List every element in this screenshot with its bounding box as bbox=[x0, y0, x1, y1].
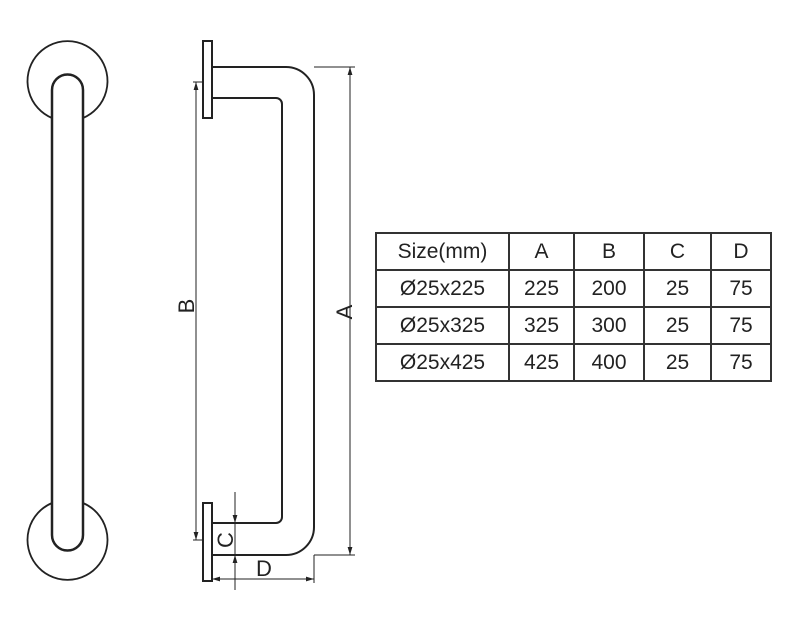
dimension-label-a: A bbox=[332, 304, 357, 319]
table-cell: 75 bbox=[710, 269, 772, 308]
front-view bbox=[26, 40, 109, 581]
header-cell: A bbox=[508, 232, 575, 271]
table-header-row: Size(mm) A B C D bbox=[375, 232, 772, 271]
table-cell: 425 bbox=[508, 343, 575, 382]
bottom-rosette bbox=[26, 502, 109, 581]
table-cell: 200 bbox=[573, 269, 645, 308]
tube-outer bbox=[212, 66, 315, 556]
table-cell: 25 bbox=[643, 343, 712, 382]
dimension-label-c: C bbox=[213, 532, 238, 548]
table-cell: 25 bbox=[643, 306, 712, 345]
header-cell: Size(mm) bbox=[375, 232, 510, 271]
bottom-flange bbox=[202, 502, 213, 582]
tube-inner bbox=[212, 97, 283, 524]
table-row: Ø25x325 325 300 25 75 bbox=[375, 306, 772, 345]
dimension-lines bbox=[193, 66, 355, 590]
header-cell: D bbox=[710, 232, 772, 271]
table-cell: 25 bbox=[643, 269, 712, 308]
table-cell: 75 bbox=[710, 343, 772, 382]
top-flange bbox=[202, 40, 213, 119]
table-cell: 400 bbox=[573, 343, 645, 382]
table-cell: Ø25x225 bbox=[375, 269, 510, 308]
table-cell: 75 bbox=[710, 306, 772, 345]
table-row: Ø25x225 225 200 25 75 bbox=[375, 269, 772, 308]
dimension-label-d: D bbox=[256, 556, 272, 581]
front-bar bbox=[50, 73, 85, 552]
table-row: Ø25x425 425 400 25 75 bbox=[375, 343, 772, 382]
table-cell: 325 bbox=[508, 306, 575, 345]
header-cell: C bbox=[643, 232, 712, 271]
side-view bbox=[202, 40, 315, 582]
top-rosette bbox=[26, 40, 109, 119]
table-cell: Ø25x325 bbox=[375, 306, 510, 345]
table-cell: 225 bbox=[508, 269, 575, 308]
dimension-label-b: B bbox=[174, 299, 199, 314]
size-table: Size(mm) A B C D Ø25x225 225 200 25 75 Ø… bbox=[375, 232, 772, 382]
header-cell: B bbox=[573, 232, 645, 271]
table-cell: Ø25x425 bbox=[375, 343, 510, 382]
table-cell: 300 bbox=[573, 306, 645, 345]
